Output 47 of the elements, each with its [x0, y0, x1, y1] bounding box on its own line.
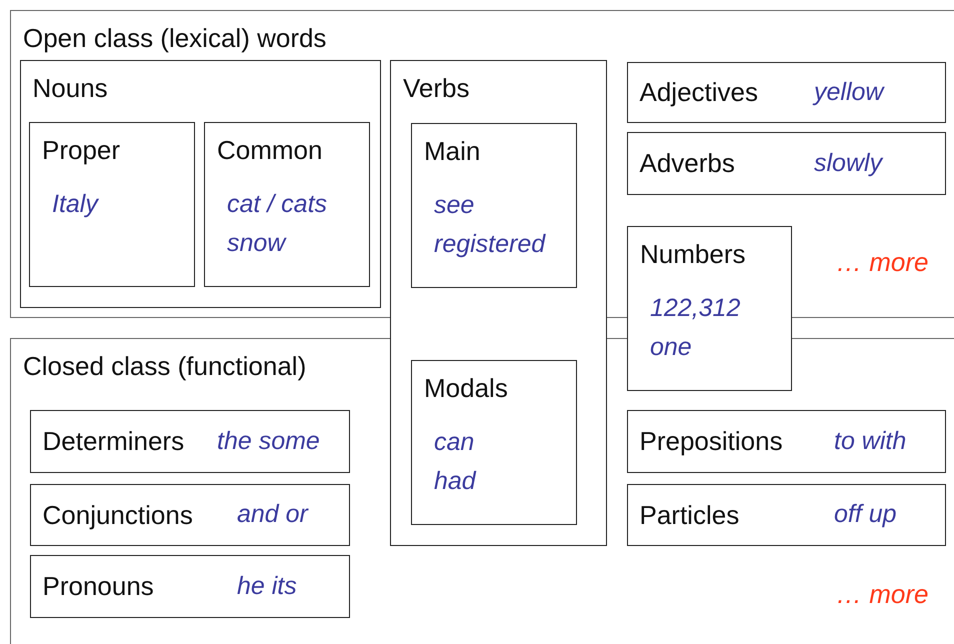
- more-note: … more: [836, 247, 928, 277]
- category-box: [626, 410, 946, 472]
- category-box: [30, 484, 350, 546]
- example-word: 122,312: [650, 293, 740, 324]
- category-heading: Verbs: [403, 73, 470, 103]
- category-box: [626, 484, 946, 546]
- category-heading: Adverbs: [640, 148, 735, 178]
- category-heading: Modals: [424, 373, 508, 403]
- category-box: [627, 226, 792, 391]
- category-heading: Open class (lexical) words: [23, 23, 326, 53]
- example-word: can: [434, 427, 474, 458]
- category-box: [204, 122, 370, 287]
- category-heading: Adjectives: [640, 77, 758, 107]
- category-heading: Determiners: [42, 426, 184, 456]
- category-heading: Closed class (functional): [23, 351, 306, 381]
- category-box: [411, 123, 577, 288]
- category-heading: Conjunctions: [42, 500, 193, 530]
- category-heading: Nouns: [32, 72, 108, 102]
- category-heading: Proper: [42, 135, 120, 165]
- category-heading: Particles: [640, 500, 740, 530]
- category-box: [20, 60, 380, 308]
- category-heading: Numbers: [640, 239, 746, 269]
- example-word: had: [434, 466, 476, 497]
- example-word: cat / cats: [227, 189, 328, 220]
- example-words: and or: [237, 499, 308, 529]
- category-heading: Prepositions: [640, 426, 783, 456]
- example-word: snow: [227, 228, 286, 259]
- category-box: [411, 360, 577, 525]
- category-heading: Main: [424, 136, 480, 166]
- category-heading: Pronouns: [42, 571, 154, 601]
- more-note: … more: [836, 579, 928, 609]
- category-box: [30, 554, 350, 618]
- example-words: slowly: [814, 148, 882, 178]
- example-words: he its: [237, 570, 297, 600]
- example-words: the some: [217, 426, 320, 456]
- example-words: to with: [834, 426, 906, 456]
- example-word: one: [650, 332, 692, 363]
- example-words: off up: [834, 499, 897, 529]
- category-box: [29, 122, 195, 287]
- category-heading: Common: [217, 135, 322, 165]
- category-box: [626, 62, 946, 122]
- category-box: [626, 132, 946, 194]
- category-box: [30, 410, 350, 472]
- example-word: Italy: [52, 189, 98, 220]
- example-word: see: [434, 190, 474, 221]
- example-words: yellow: [814, 76, 884, 106]
- example-word: registered: [434, 229, 546, 260]
